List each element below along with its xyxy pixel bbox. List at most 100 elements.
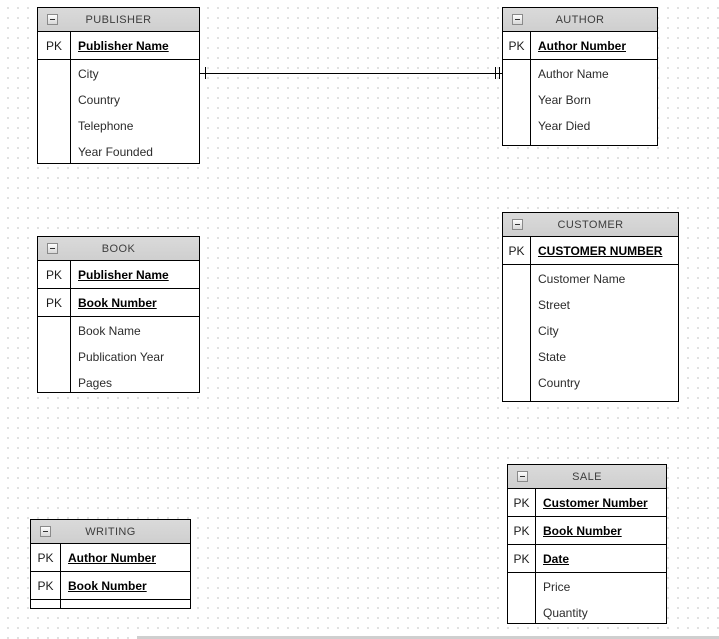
- pk-column-spacer: [31, 600, 61, 608]
- pk-column-spacer: [38, 317, 71, 392]
- minus-glyph: [50, 248, 55, 249]
- minus-glyph: [515, 224, 520, 225]
- attribute-label[interactable]: Author Name: [538, 67, 609, 81]
- pk-cell-label: PK: [508, 517, 536, 544]
- minus-glyph: [43, 531, 48, 532]
- pk-row: PK Book Number: [31, 572, 190, 600]
- pk-row: PK Customer Number: [508, 489, 666, 517]
- entity-header-publisher[interactable]: PUBLISHER: [38, 8, 199, 32]
- pk-row: PK Publisher Name: [38, 32, 199, 60]
- pk-attribute[interactable]: Author Number: [68, 550, 156, 565]
- attribute-label[interactable]: Customer Name: [538, 272, 626, 286]
- attribute-label[interactable]: Pages: [78, 376, 113, 390]
- pk-cell-label: PK: [31, 572, 61, 599]
- cardinality-one-tick: [499, 67, 500, 79]
- pk-cell-label: PK: [503, 32, 531, 59]
- entity-title: PUBLISHER: [85, 13, 152, 26]
- pk-attribute[interactable]: Customer Number: [543, 495, 648, 510]
- entity-title: AUTHOR: [555, 13, 605, 26]
- pk-attribute[interactable]: Publisher Name: [78, 267, 169, 282]
- pk-attribute[interactable]: Book Number: [543, 523, 622, 538]
- pk-column-spacer: [38, 60, 71, 163]
- entity-title: SALE: [572, 470, 602, 483]
- pk-attribute[interactable]: CUSTOMER NUMBER: [538, 243, 663, 258]
- collapse-minus-icon[interactable]: [512, 14, 523, 25]
- collapse-minus-icon[interactable]: [47, 243, 58, 254]
- minus-glyph: [520, 476, 525, 477]
- attribute-label[interactable]: Year Born: [538, 93, 591, 107]
- collapse-minus-icon[interactable]: [517, 471, 528, 482]
- entity-header-author[interactable]: AUTHOR: [503, 8, 657, 32]
- minus-glyph: [50, 19, 55, 20]
- attribute-list: [61, 600, 190, 608]
- pk-column-spacer: [503, 60, 531, 145]
- pk-cell-label: PK: [38, 289, 71, 316]
- attribute-label[interactable]: State: [538, 350, 567, 364]
- relationship-line-publisher-author[interactable]: [200, 73, 502, 74]
- pk-row: PK Date: [508, 545, 666, 573]
- attribute-label[interactable]: City: [78, 67, 99, 81]
- entity-title: BOOK: [101, 242, 136, 255]
- entity-header-book[interactable]: BOOK: [38, 237, 199, 261]
- pk-cell-label: PK: [503, 237, 531, 264]
- attribute-label[interactable]: Price: [543, 580, 571, 594]
- pk-column-spacer: [508, 573, 536, 623]
- pk-attribute[interactable]: Date: [543, 551, 570, 566]
- collapse-minus-icon[interactable]: [40, 526, 51, 537]
- entity-title: CUSTOMER: [557, 218, 624, 231]
- pk-attribute[interactable]: Publisher Name: [78, 38, 169, 53]
- entity-header-writing[interactable]: WRITING: [31, 520, 190, 544]
- attribute-label[interactable]: Book Name: [78, 324, 141, 338]
- pk-row: PK Publisher Name: [38, 261, 199, 289]
- pk-attribute[interactable]: Author Number: [538, 38, 626, 53]
- pk-row: PK Author Number: [503, 32, 657, 60]
- attributes-section: [31, 600, 190, 608]
- entity-header-sale[interactable]: SALE: [508, 465, 666, 489]
- attribute-label[interactable]: Street: [538, 298, 571, 312]
- pk-column-spacer: [503, 265, 531, 401]
- pk-cell-label: PK: [38, 32, 71, 59]
- collapse-minus-icon[interactable]: [512, 219, 523, 230]
- attribute-label[interactable]: Quantity: [543, 606, 588, 620]
- pk-row: PK Book Number: [508, 517, 666, 545]
- minus-glyph: [515, 19, 520, 20]
- entity-title: WRITING: [85, 525, 136, 538]
- collapse-minus-icon[interactable]: [47, 14, 58, 25]
- entity-header-customer[interactable]: CUSTOMER: [503, 213, 678, 237]
- attribute-label[interactable]: Country: [538, 376, 581, 390]
- pk-attribute[interactable]: Book Number: [78, 295, 157, 310]
- attribute-label[interactable]: City: [538, 324, 559, 338]
- attribute-label[interactable]: Year Died: [538, 119, 591, 133]
- horizontal-scrollbar-thumb[interactable]: [137, 636, 719, 639]
- cardinality-one-tick: [205, 67, 206, 79]
- attribute-label[interactable]: Telephone: [78, 119, 134, 133]
- attribute-label[interactable]: Year Founded: [78, 145, 153, 159]
- cardinality-one-tick: [495, 67, 496, 79]
- pk-cell-label: PK: [38, 261, 71, 288]
- attribute-label[interactable]: Country: [78, 93, 121, 107]
- pk-row: PK Book Number: [38, 289, 199, 317]
- attribute-label[interactable]: Publication Year: [78, 350, 165, 364]
- pk-attribute[interactable]: Book Number: [68, 578, 147, 593]
- pk-row: PK Author Number: [31, 544, 190, 572]
- pk-cell-label: PK: [31, 544, 61, 571]
- pk-cell-label: PK: [508, 489, 536, 516]
- pk-cell-label: PK: [508, 545, 536, 572]
